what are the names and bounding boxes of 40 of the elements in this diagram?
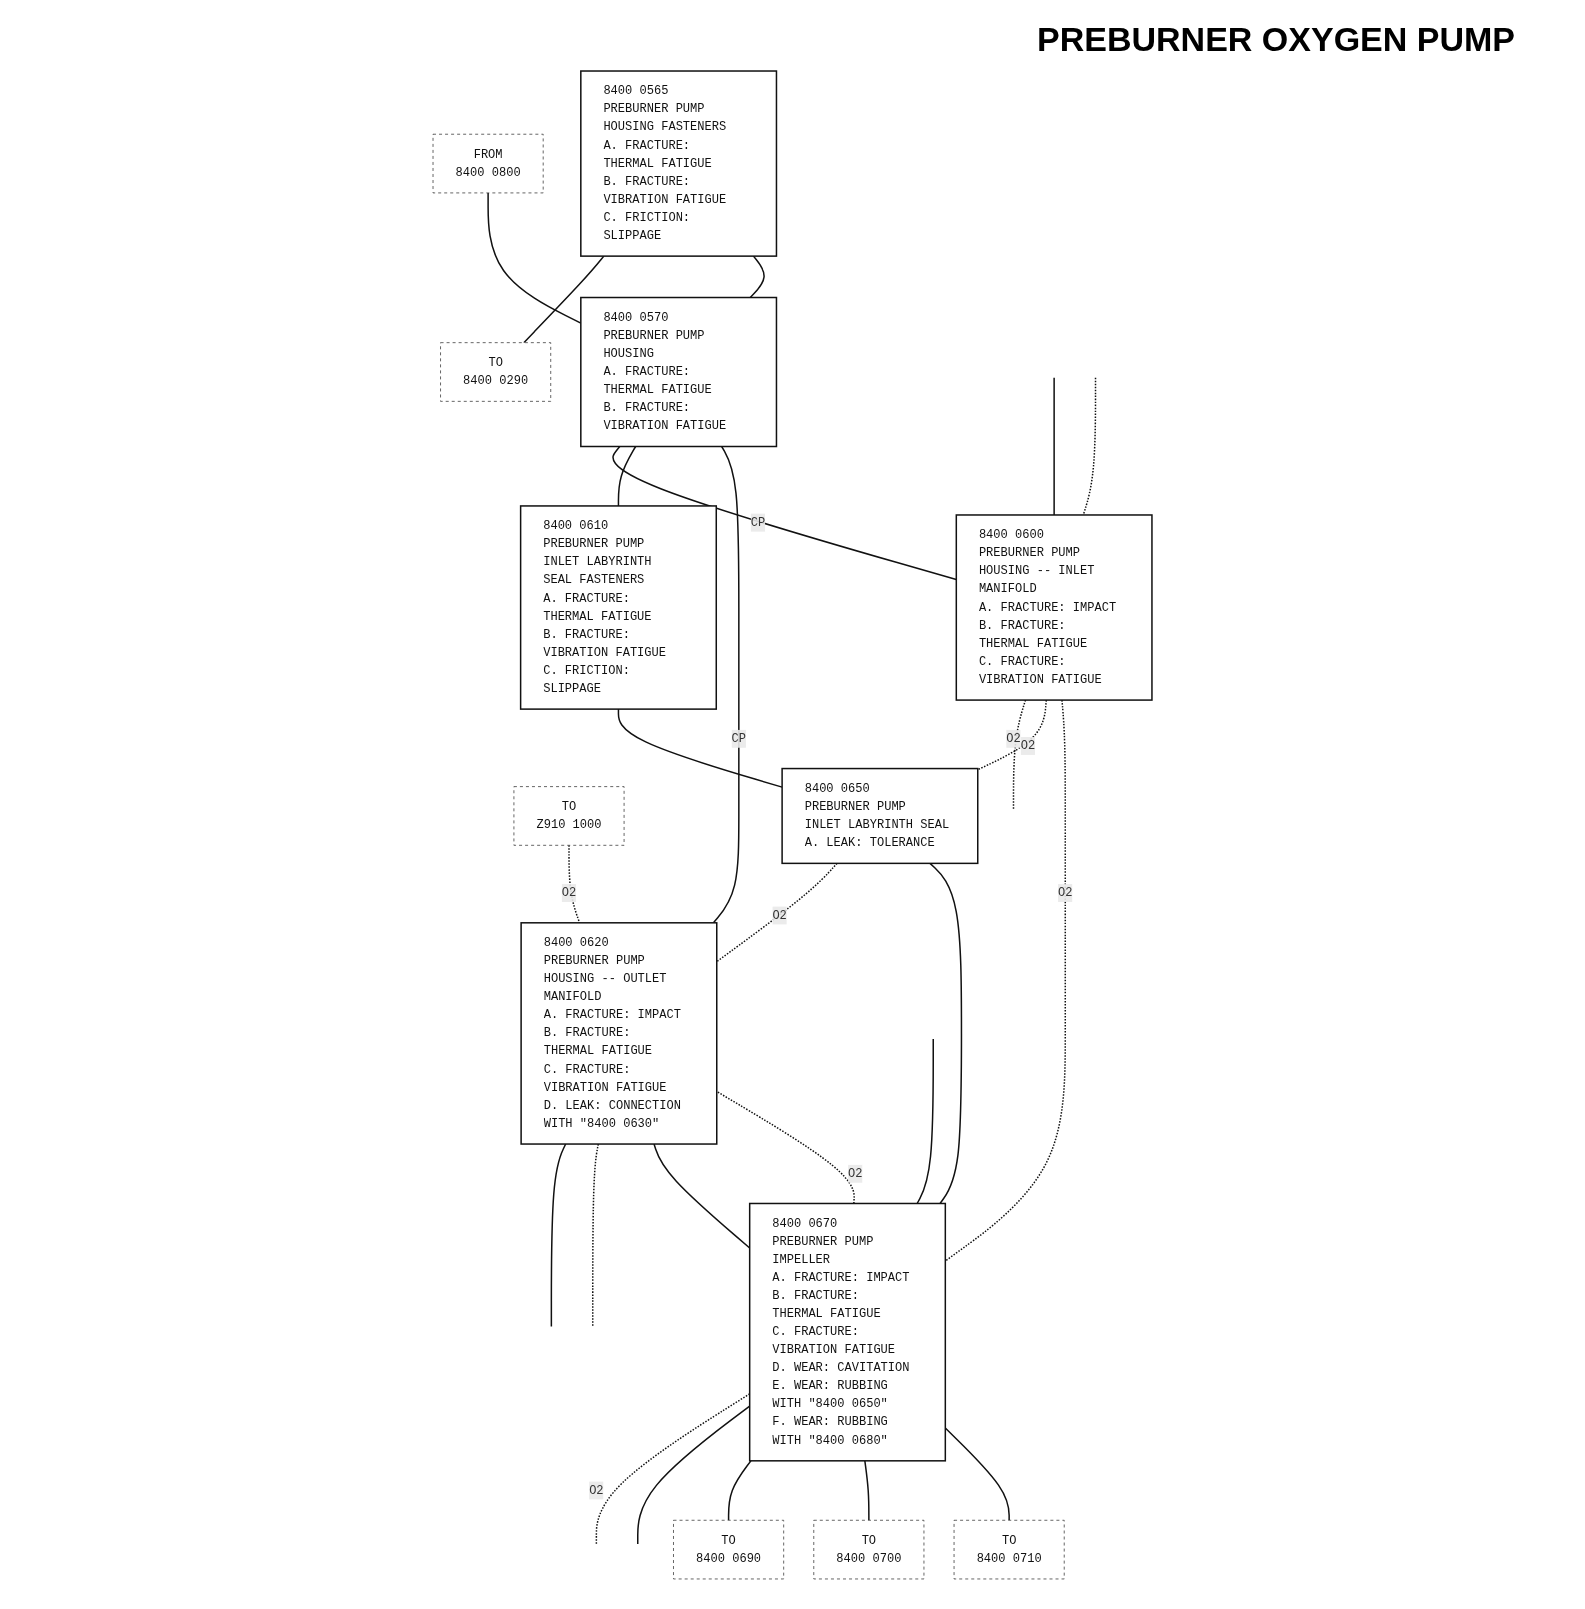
- node-box: 8400 0570 PREBURNER PUMP HOUSING A. FRACTURE: THERMAL FATIGUE B. FRACTURE: VIBRATION FATIGUE: [580, 296, 778, 448]
- connector: [595, 1393, 751, 1545]
- diagram-title: PREBURNER OXYGEN PUMP: [1036, 20, 1515, 59]
- connector: [592, 1143, 600, 1328]
- connector: [716, 862, 838, 963]
- node-box: TO 8400 0710: [953, 1519, 1065, 1580]
- connector: [929, 862, 963, 1205]
- connector: [712, 445, 740, 924]
- edge-label: O2: [589, 1483, 604, 1498]
- connector: [617, 708, 783, 788]
- connector: [1012, 699, 1027, 812]
- node-box: FROM 8400 0800: [432, 133, 544, 194]
- node-box: 8400 0620 PREBURNER PUMP HOUSING -- OUTLET MANIFOLD A. FRACTURE: IMPACT B. FRACTURE: THERMAL FATIGUE C. FRACTURE: VIBRATION FATIGUE D. LEAK: CONNECTION WITH "8400 0630": [520, 922, 718, 1145]
- connector: [617, 445, 637, 507]
- connector: [1082, 376, 1097, 516]
- edge-label: O2: [1020, 739, 1036, 753]
- node-box: TO 8400 0690: [673, 1519, 785, 1580]
- node-box: 8400 0670 PREBURNER PUMP IMPELLER A. FRACTURE: IMPACT B. FRACTURE: THERMAL FATIGUE C. FRACTURE: VIBRATION FATIGUE D. WEAR: CAVITATION E. WEAR: RUBBING WITH "8400 0650" F. WEAR: RUBBING WITH "8400 0680": [748, 1202, 947, 1462]
- node-box: TO 8400 0290: [440, 342, 552, 402]
- edge-label: O2: [1058, 886, 1073, 900]
- node-box: TO 8400 0700: [813, 1519, 925, 1580]
- connector: [637, 1405, 751, 1545]
- connector: [523, 255, 605, 344]
- edge-label: O2: [848, 1166, 863, 1181]
- node-box: 8400 0600 PREBURNER PUMP HOUSING -- INLET MANIFOLD A. FRACTURE: IMPACT B. FRACTURE: THERMAL FATIGUE C. FRACTURE: VIBRATION FATIGUE: [955, 514, 1153, 701]
- node-box: 8400 0565 PREBURNER PUMP HOUSING FASTENERS A. FRACTURE: THERMAL FATIGUE B. FRACTURE: VIBRATION FATIGUE C. FRICTION: SLIPPAGE: [580, 70, 778, 257]
- edge-label: O2: [561, 886, 577, 900]
- node-box: 8400 0650 PREBURNER PUMP INLET LABYRINTH SEAL A. LEAK: TOLERANCE: [781, 767, 979, 865]
- edge-label: O2: [1006, 732, 1021, 746]
- edge-label: CP: [750, 515, 766, 530]
- connector: [864, 1460, 870, 1521]
- connector: [749, 255, 765, 299]
- edge-label: CP: [731, 732, 747, 746]
- edge-label: O2: [772, 908, 787, 923]
- connector: [727, 1460, 752, 1521]
- node-box: 8400 0610 PREBURNER PUMP INLET LABYRINTH SEAL FASTENERS A. FRACTURE: THERMAL FATIGUE B. FRACTURE: VIBRATION FATIGUE C. FRICTION: SLIPPAGE: [519, 505, 718, 710]
- connector: [550, 1143, 567, 1328]
- connector: [1053, 376, 1055, 516]
- node-box: TO Z910 1000: [513, 786, 625, 846]
- connector: [916, 1038, 934, 1205]
